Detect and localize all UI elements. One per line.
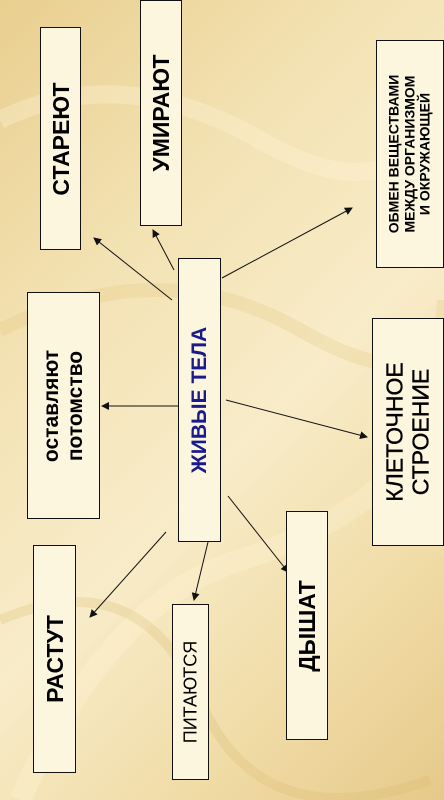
node-rastut-label: РАСТУТ	[41, 615, 68, 703]
node-kletochnoe-line-1: КЛЕТОЧНОЕ	[381, 362, 408, 502]
node-obmen-line-3: И ОКРУЖАЮЩЕЙ	[416, 92, 433, 216]
node-ostavlyayut-line-1: оставляют	[39, 349, 63, 462]
node-obmen-line-1: ОБМЕН ВЕЩЕСТВАМИ	[385, 74, 402, 234]
node-obmen-line-2: МЕЖДУ ОРГАНИЗМОМ	[401, 75, 418, 233]
arrow-to-dyshat	[227, 495, 289, 573]
center-node: ЖИВЫЕ ТЕЛА	[178, 258, 221, 542]
arrow-to-pitayutsya	[191, 541, 209, 601]
node-umirayut-label: УМИРАЮТ	[147, 54, 174, 172]
node-ostavlyayut: оставляют потомство	[27, 292, 100, 519]
node-kletochnoe: КЛЕТОЧНОЕ СТРОЕНИЕ	[372, 318, 444, 546]
node-kletochnoe-line-2: СТРОЕНИЕ	[408, 368, 434, 496]
arrow-to-rastut	[89, 531, 167, 618]
node-kletochnoe-label: КЛЕТОЧНОЕ СТРОЕНИЕ	[381, 362, 435, 502]
node-stareyut-label: СТАРЕЮТ	[47, 81, 74, 196]
node-rastut: РАСТУТ	[33, 545, 76, 773]
node-obmen-label: ОБМЕН ВЕЩЕСТВАМИ МЕЖДУ ОРГАНИЗМОМ И ОКРУ…	[385, 74, 433, 234]
node-ostavlyayut-line-2: потомство	[63, 350, 87, 461]
arrow-to-umirayut	[152, 229, 175, 271]
arrow-to-obmen	[221, 207, 353, 279]
node-umirayut: УМИРАЮТ	[140, 0, 182, 226]
node-pitayutsya: ПИТАЮТСЯ	[172, 604, 209, 780]
node-dyshat: ДЫШАТ	[286, 511, 328, 740]
arrow-to-kletochnoe	[225, 399, 368, 440]
center-label: ЖИВЫЕ ТЕЛА	[187, 326, 211, 474]
arrow-to-stareyut	[93, 237, 173, 301]
node-obmen: ОБМЕН ВЕЩЕСТВАМИ МЕЖДУ ОРГАНИЗМОМ И ОКРУ…	[376, 40, 444, 268]
node-stareyut: СТАРЕЮТ	[40, 27, 81, 250]
node-dyshat-label: ДЫШАТ	[293, 579, 320, 672]
node-pitayutsya-label: ПИТАЮТСЯ	[180, 640, 201, 744]
node-ostavlyayut-label: оставляют потомство	[39, 349, 87, 461]
